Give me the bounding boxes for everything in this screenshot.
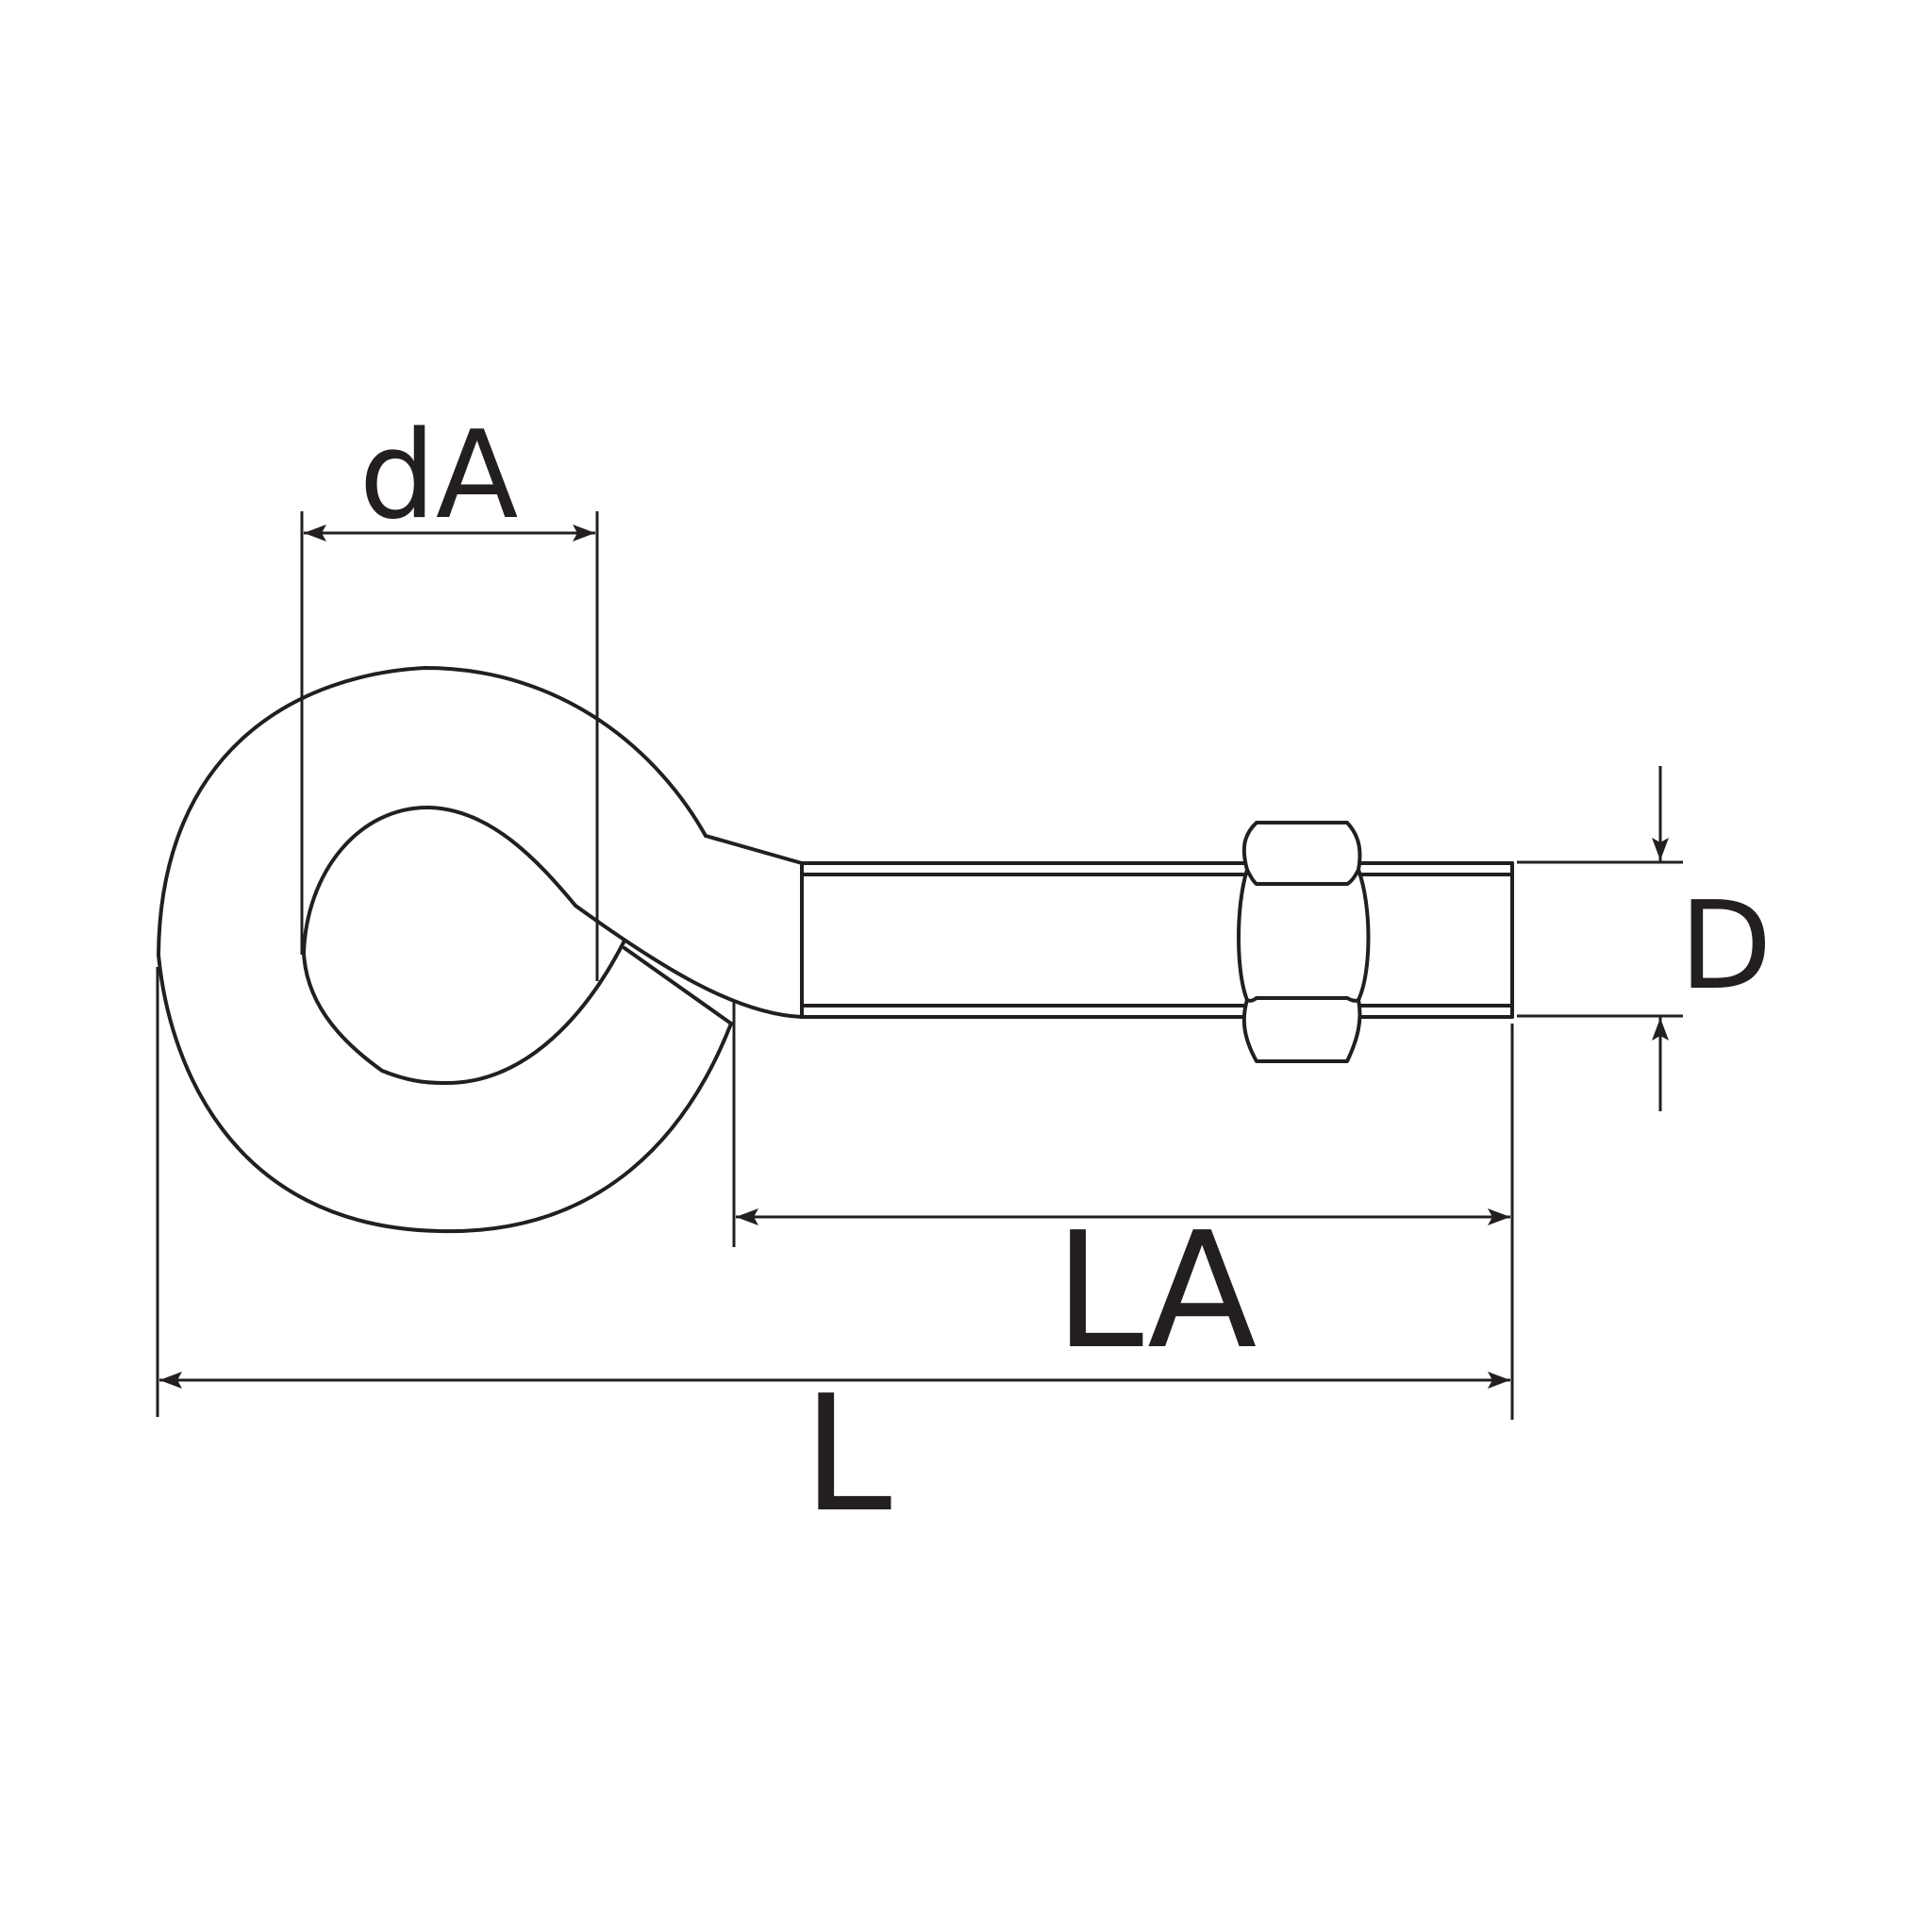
threaded-shank: [800, 861, 1514, 1019]
eye-neck: [574, 834, 804, 1019]
dimension-LA: LA: [732, 1002, 1514, 1420]
dimension-D: D: [1517, 766, 1773, 1111]
label-dA: dA: [359, 406, 519, 546]
label-D: D: [1679, 876, 1773, 1017]
label-LA: LA: [1055, 1198, 1257, 1385]
eye-outer-contour: [157, 666, 733, 1234]
hex-nut: [1237, 821, 1371, 1063]
dimension-L: L: [156, 967, 1510, 1548]
label-L: L: [803, 1361, 892, 1548]
eye-inner-hole: [302, 805, 626, 1086]
dimension-dA: dA: [300, 406, 599, 981]
